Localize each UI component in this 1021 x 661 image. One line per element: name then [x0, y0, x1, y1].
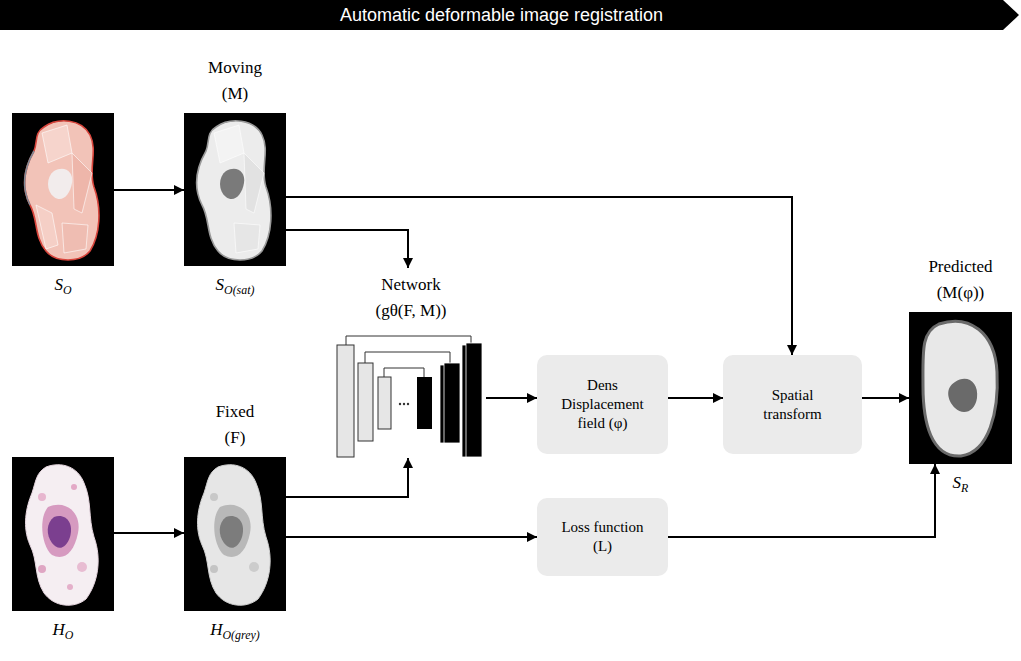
network-architecture [337, 336, 482, 457]
network-block: Network (gθ(F, M)) [336, 268, 486, 458]
box-label: Spatial transform [753, 386, 833, 424]
box-label: Dens Displacement field (φ) [555, 376, 650, 433]
box-label: Loss function (L) [557, 518, 649, 556]
title-text: Automatic deformable image registration [340, 5, 663, 26]
connector-arrow [286, 197, 792, 355]
symbol-label: SO(sat) [190, 272, 280, 298]
connector-arrow [668, 397, 723, 399]
connector-arrow [114, 532, 184, 534]
process-box: Dens Displacement field (φ) [537, 355, 668, 454]
connector-arrow [668, 464, 935, 537]
symbol-label: HO(grey) [185, 617, 285, 643]
title-bar: Automatic deformable image registration [0, 0, 1003, 30]
image-frame: Predicted (M(φ))SR [909, 312, 1012, 464]
connector-arrow [862, 397, 909, 399]
symbol-label: SR [931, 470, 991, 496]
node-label: Predicted (M(φ)) [921, 254, 1001, 306]
connector-arrow [286, 230, 408, 268]
tissue-image [12, 113, 114, 266]
node-label: Network (gθ(F, M)) [366, 272, 456, 324]
moving-image [184, 113, 286, 266]
process-box: Spatial transform [723, 355, 862, 454]
connector-arrow [114, 189, 184, 191]
connector-arrow [286, 458, 408, 497]
node-label: Moving (M) [200, 55, 270, 107]
node-label: Fixed (F) [210, 399, 260, 451]
predicted-image [909, 312, 1012, 464]
process-box: Loss function (L) [537, 498, 668, 576]
fixed-image [184, 457, 286, 611]
symbol-label: HO [33, 617, 93, 643]
histology-image [12, 457, 114, 611]
connector-arrow [486, 397, 537, 399]
title-banner [0, 0, 1019, 30]
image-frame: Fixed (F)HO(grey) [184, 457, 286, 611]
image-frame: HO [12, 457, 114, 611]
image-frame: Moving (M)SO(sat) [184, 113, 286, 266]
image-frame: SO [12, 113, 114, 266]
connector-arrow [286, 536, 537, 538]
symbol-label: SO [33, 272, 93, 298]
